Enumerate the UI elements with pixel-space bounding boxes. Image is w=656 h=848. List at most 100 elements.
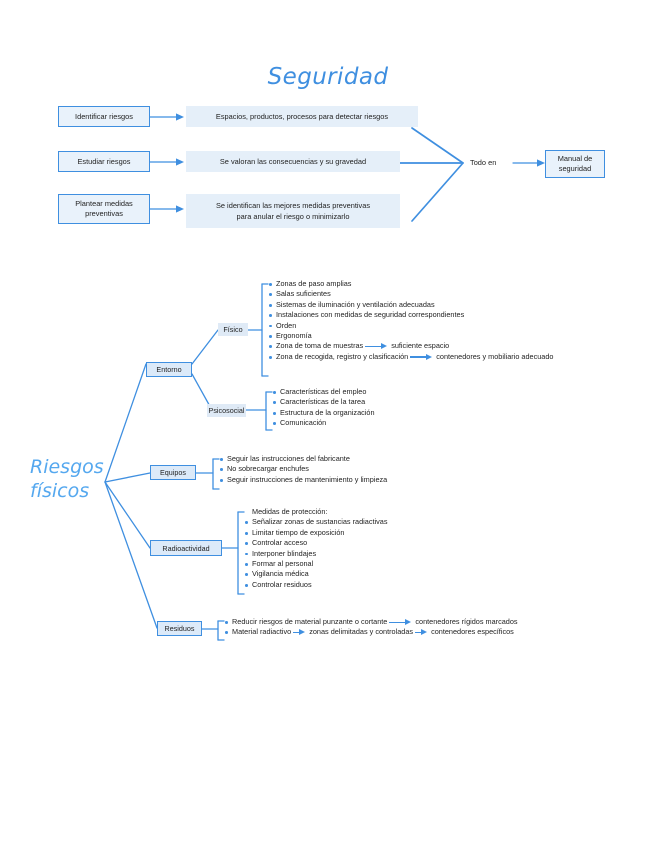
subbranch-node-fisico[interactable]: Físico	[218, 323, 248, 336]
list-item-text: Estructura de la organización	[280, 407, 375, 417]
bullet-dot	[220, 478, 223, 482]
list-item: Formar al personal	[244, 559, 387, 569]
page-title: Seguridad	[267, 64, 389, 90]
list-item-text: Ergonomía	[276, 330, 312, 340]
list-item: No sobrecargar enchufes	[219, 464, 387, 474]
subbranch-node-psicosocial[interactable]: Psicosocial	[207, 404, 246, 417]
bullet-dot	[220, 468, 223, 472]
list-item: Comunicación	[272, 418, 375, 428]
list-equipos: Seguir las instrucciones del fabricante …	[219, 454, 387, 485]
list-item: Instalaciones con medidas de seguridad c…	[268, 310, 553, 320]
branch-node-radioactividad[interactable]: Radioactividad	[150, 540, 222, 556]
bullet-dot	[269, 355, 272, 359]
list-item: Características del empleo	[272, 387, 375, 397]
converge-label: Todo en	[470, 158, 497, 167]
list-radioactividad: Medidas de protección: Señalizar zonas d…	[244, 507, 387, 590]
list-item-text: Vigilancia médica	[252, 569, 309, 579]
step-panel-estudiar: Se valoran las consecuencias y su graved…	[186, 151, 400, 172]
list-item: Controlar residuos	[244, 580, 387, 590]
bullet-dot	[269, 283, 272, 286]
list-item: Orden	[268, 321, 553, 331]
list-item: Seguir instrucciones de mantenimiento y …	[219, 475, 387, 485]
step-panel-plantear: Se identifican las mejores medidas preve…	[186, 194, 400, 228]
list-item-text: Características de la tarea	[280, 397, 366, 407]
list-item: Estructura de la organización	[272, 408, 375, 418]
list-item: Ergonomía	[268, 331, 553, 341]
list-item-text: Formar al personal	[252, 558, 314, 568]
list-item-consequence: contenedores y mobiliario adecuado	[436, 351, 554, 361]
bullet-dot	[225, 621, 228, 624]
bullet-dot	[245, 531, 248, 535]
list-item: Sistemas de iluminación y ventilación ad…	[268, 300, 553, 310]
list-item-text: Controlar acceso	[252, 538, 308, 548]
bullet-dot	[269, 314, 272, 317]
list-item-text: Zona de toma de muestras	[276, 341, 364, 351]
list-item-text: Reducir riesgos de material punzante o c…	[232, 617, 388, 626]
list-residuos: Reducir riesgos de material punzante o c…	[224, 617, 518, 638]
branch-node-residuos[interactable]: Residuos	[157, 621, 202, 636]
list-item-text: Instalaciones con medidas de seguridad c…	[276, 310, 465, 320]
step-box-estudiar[interactable]: Estudiar riesgos	[58, 151, 150, 172]
list-item: Señalizar zonas de sustancias radiactiva…	[244, 517, 387, 527]
bullet-dot	[269, 303, 272, 307]
step-panel-identificar: Espacios, productos, procesos para detec…	[186, 106, 418, 127]
list-item: Reducir riesgos de material punzante o c…	[224, 617, 518, 627]
list-item-text: Orden	[276, 320, 297, 330]
list-item-text: Sistemas de iluminación y ventilación ad…	[276, 299, 435, 309]
arrow-icon	[410, 353, 434, 360]
list-item-text: No sobrecargar enchufes	[227, 464, 309, 474]
list-item-text: Limitar tiempo de exposición	[252, 527, 345, 537]
list-item: Vigilancia médica	[244, 569, 387, 579]
bullet-dot	[245, 521, 248, 525]
bullet-dot	[245, 583, 248, 587]
arrow-icon	[293, 629, 307, 636]
list-item-text: Salas suficientes	[276, 289, 331, 299]
list-item-text: Zona de recogida, registro y clasificaci…	[276, 351, 409, 361]
list-item: Zonas de paso amplias	[268, 279, 553, 289]
bullet-dot	[220, 458, 223, 461]
list-item-consequence-2: contenedores específicos	[431, 627, 514, 637]
result-box-manual[interactable]: Manual de seguridad	[545, 150, 605, 178]
list-item-text: Seguir las instrucciones del fabricante	[227, 454, 350, 463]
list-fisico: Zonas de paso amplias Salas suficientes …	[268, 279, 553, 362]
list-item-text: Señalizar zonas de sustancias radiactiva…	[252, 517, 388, 527]
mindmap-root-label: Riesgos físicos	[30, 456, 104, 502]
branch-node-equipos[interactable]: Equipos	[150, 465, 196, 480]
bullet-dot	[245, 542, 248, 545]
list-item: Limitar tiempo de exposición	[244, 528, 387, 538]
list-item: Material radiactivo zonas delimitadas y c…	[224, 627, 518, 637]
list-item-text: Material radiactivo	[232, 627, 292, 637]
bullet-dot	[245, 562, 248, 566]
list-item-text: Zonas de paso amplias	[276, 279, 352, 288]
step-box-identificar[interactable]: Identificar riesgos	[58, 106, 150, 127]
step-box-plantear[interactable]: Plantear medidas preventivas	[58, 194, 150, 224]
list-psicosocial: Características del empleo Característic…	[272, 387, 375, 429]
bullet-dot	[245, 552, 248, 556]
list-item-text: Características del empleo	[280, 387, 367, 396]
bullet-dot	[273, 422, 276, 425]
bullet-dot	[269, 345, 272, 349]
list-item: Controlar acceso	[244, 538, 387, 548]
list-item: Zona de recogida, registro y clasificaci…	[268, 352, 553, 362]
bullet-dot	[273, 391, 276, 394]
branch-node-entorno[interactable]: Entorno	[146, 362, 192, 377]
list-item-text: Comunicación	[280, 418, 327, 428]
bullet-dot	[273, 411, 276, 415]
list-item-text: Seguir instrucciones de mantenimiento y …	[227, 474, 388, 484]
bullet-dot	[225, 631, 228, 635]
bullet-dot	[269, 293, 272, 297]
bullet-dot	[269, 324, 272, 328]
bullet-dot	[269, 334, 272, 338]
list-item-consequence: contenedores rígidos marcados	[415, 617, 518, 626]
arrow-icon	[415, 629, 429, 636]
arrow-icon	[389, 619, 413, 626]
list-item: Interponer blindajes	[244, 549, 387, 559]
list-item-consequence: suficiente espacio	[391, 341, 450, 351]
list-item-consequence: zonas delimitadas y controladas	[309, 627, 414, 637]
list-header: Medidas de protección:	[252, 507, 328, 516]
list-item: Zona de toma de muestras suficiente espac…	[268, 341, 553, 351]
arrow-icon	[365, 343, 389, 350]
list-item: Características de la tarea	[272, 397, 375, 407]
list-item-text: Controlar residuos	[252, 579, 312, 589]
